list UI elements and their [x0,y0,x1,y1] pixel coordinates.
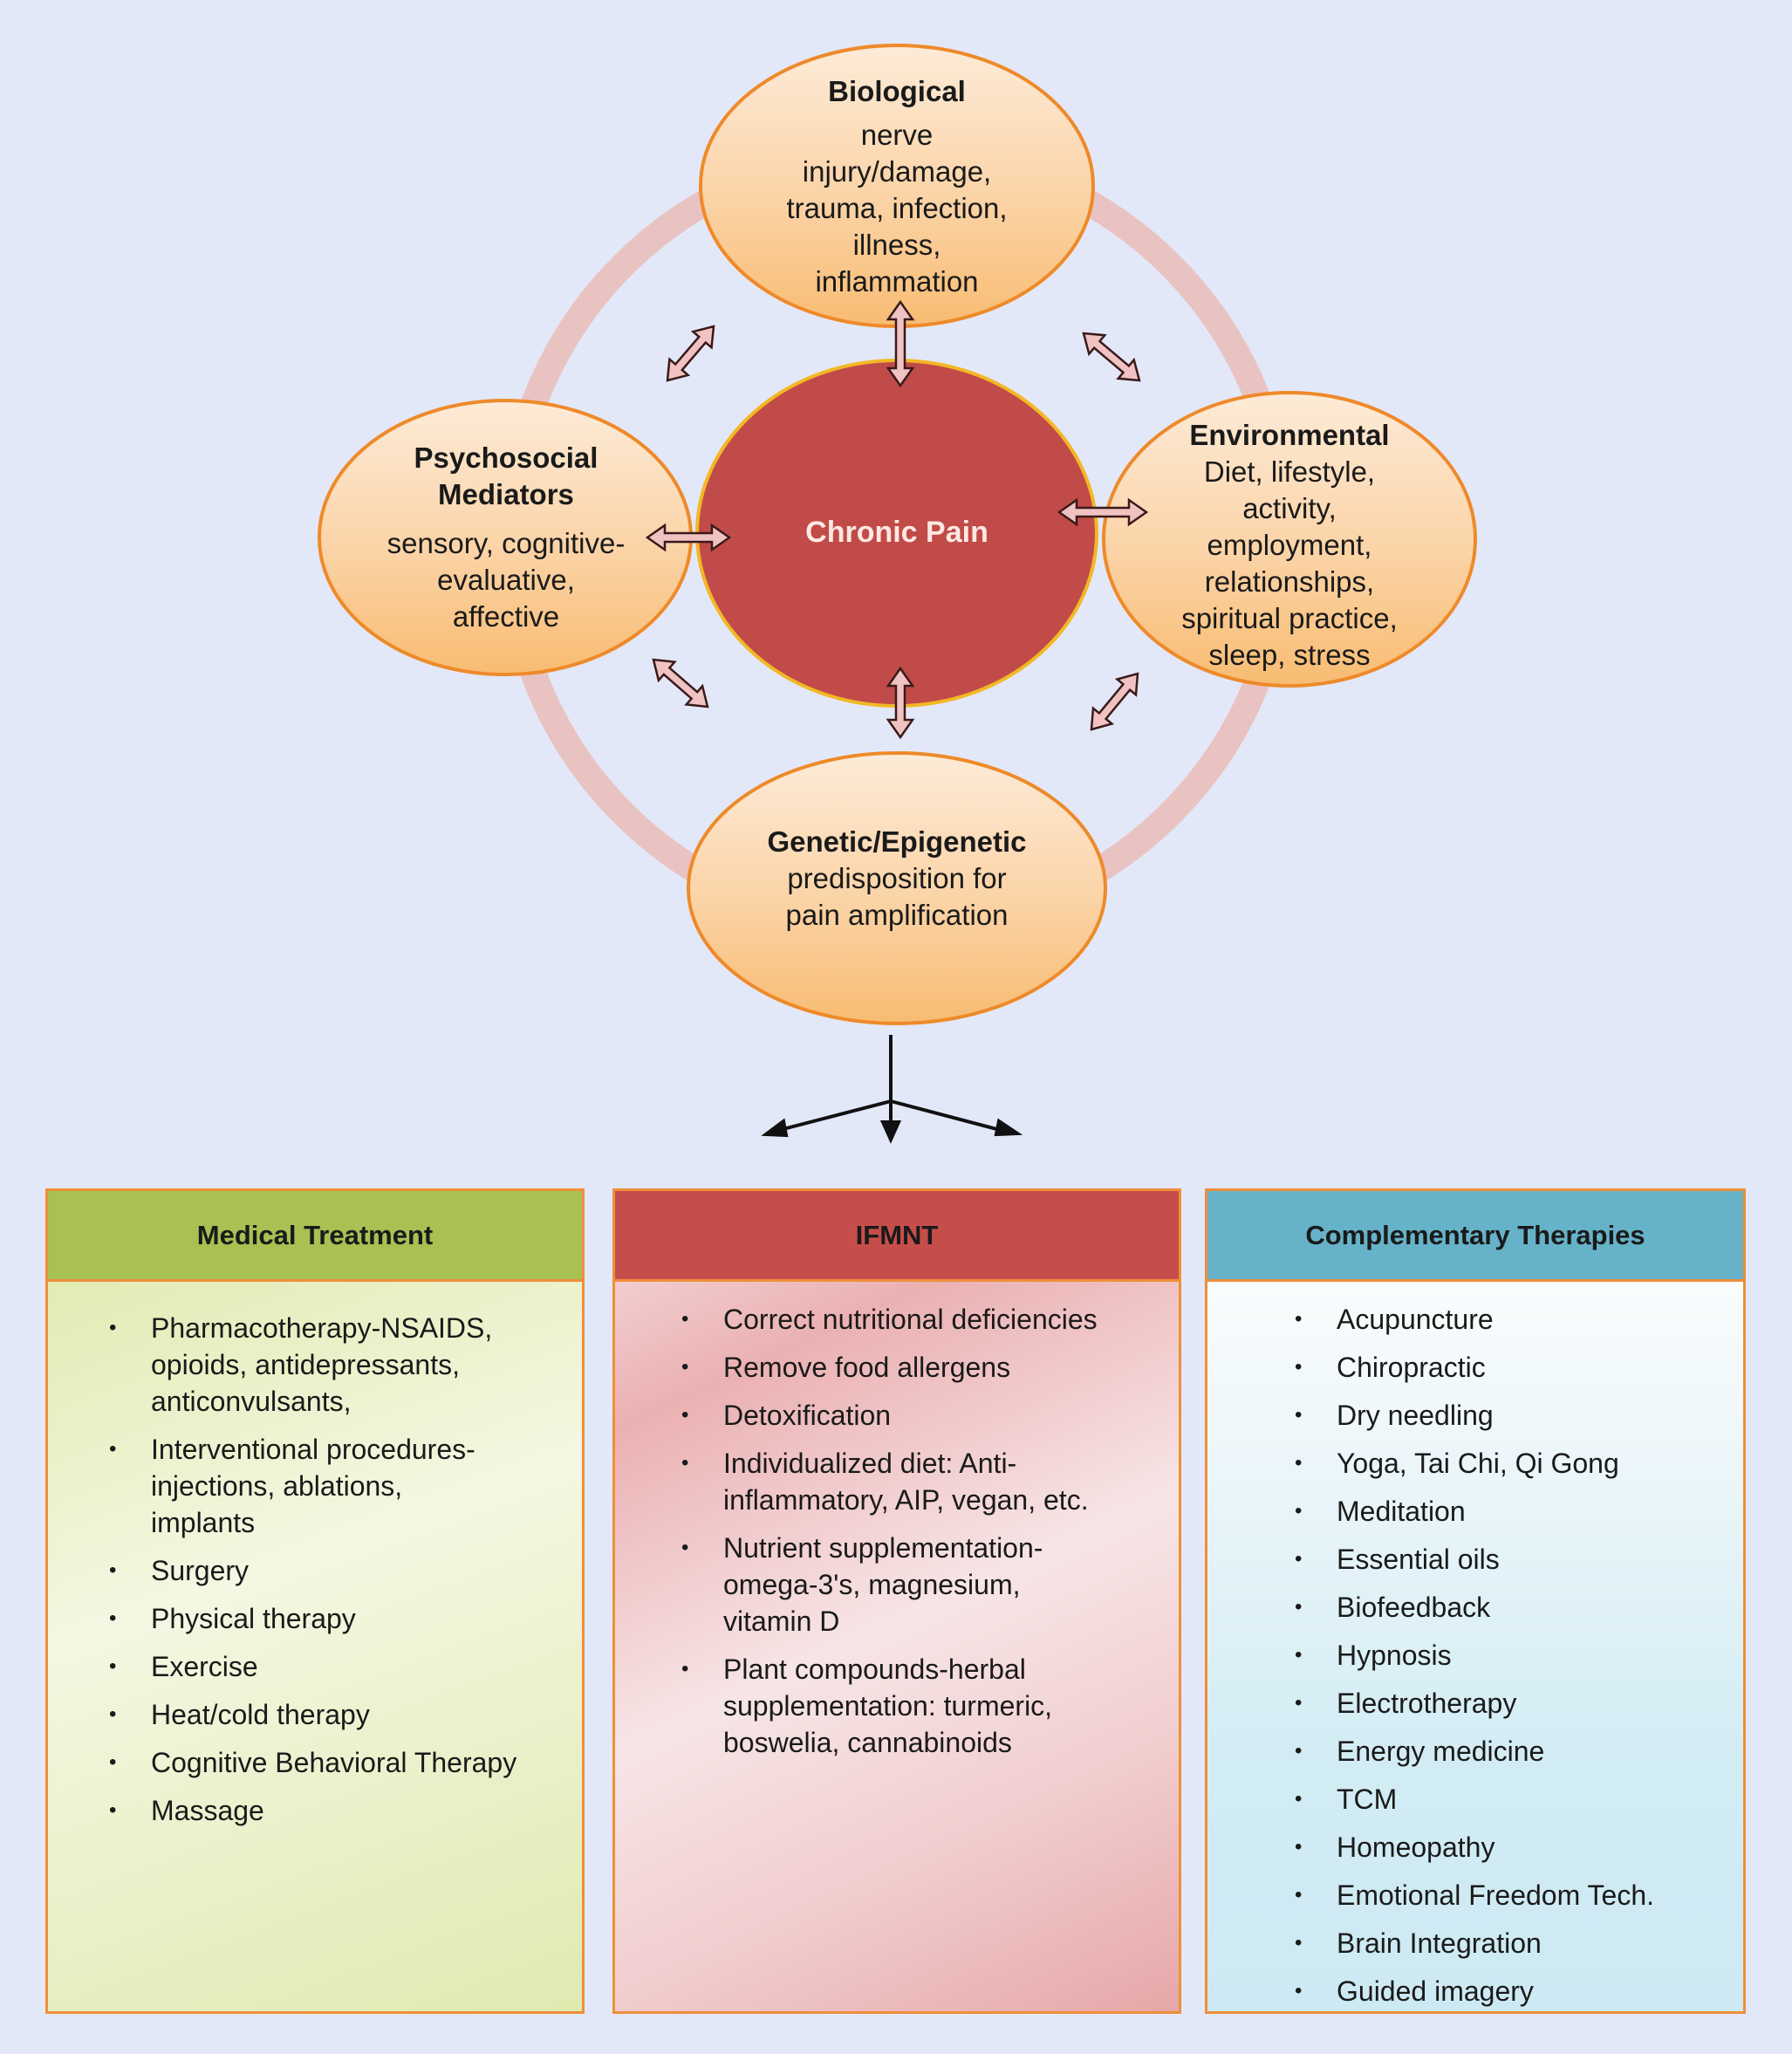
complementary-therapies-header: Complementary Therapies [1207,1191,1743,1282]
environmental-node: Environmental Diet, lifestyle, activity,… [1150,414,1429,676]
complementary-therapies-panel: Complementary Therapies AcupunctureChiro… [1205,1188,1746,2014]
medical-list-item: Massage [109,1792,564,1829]
ifmnt-list-item: Correct nutritional deficiencies [681,1301,1161,1338]
complementary-list-item: Hypnosis [1295,1637,1726,1674]
double-arrow-upper-left [666,325,715,382]
double-arrow-psychosocial-center [645,523,732,552]
medical-list-item: Surgery [109,1552,564,1589]
ifmnt-list-item: Nutrient supplementation- omega-3's, mag… [681,1530,1161,1640]
complementary-list-item: Yoga, Tai Chi, Qi Gong [1295,1445,1726,1482]
ifmnt-list-item: Remove food allergens [681,1349,1161,1386]
complementary-list-item: Guided imagery [1295,1973,1726,2009]
genetic-body: predisposition for pain amplification [785,862,1009,931]
environmental-title: Environmental [1189,419,1390,451]
environmental-body: Diet, lifestyle, activity, employment, r… [1181,455,1398,671]
biological-node: Biological nerve injury/damage, trauma, … [744,65,1050,309]
double-arrow-upper-right [1082,332,1141,382]
ifmnt-list-item: Plant compounds-herbal supplementation: … [681,1651,1161,1761]
complementary-list-item: Dry needling [1295,1397,1726,1434]
medical-treatment-header: Medical Treatment [48,1191,582,1282]
arrowhead-down [879,1120,902,1144]
complementary-list-item: Essential oils [1295,1541,1726,1578]
ifmnt-header: IFMNT [615,1191,1179,1282]
pain-model-diagram [318,44,1477,1144]
chronic-pain-label: Chronic Pain [805,516,988,549]
ifmnt-list: Correct nutritional deficienciesRemove f… [615,1282,1179,1761]
double-arrow-biological-center [886,299,915,388]
ifmnt-list-item: Individualized diet: Anti- inflammatory,… [681,1445,1161,1518]
genetic-node: Genetic/Epigenetic predisposition for pa… [731,818,1063,940]
complementary-therapies-list: AcupunctureChiropracticDry needlingYoga,… [1207,1282,1743,2009]
chronic-pain-node: Chronic Pain [768,506,1026,558]
complementary-list-item: TCM [1295,1781,1726,1818]
biological-title: Biological [828,75,966,107]
medical-treatment-panel: Medical Treatment Pharmacotherapy-NSAIDS… [45,1188,585,2014]
genetic-title: Genetic/Epigenetic [767,825,1027,858]
branch-arrows [761,1035,1023,1144]
complementary-list-item: Biofeedback [1295,1589,1726,1626]
medical-list-item: Heat/cold therapy [109,1696,564,1733]
complementary-list-item: Chiropractic [1295,1349,1726,1386]
biological-body: nerve injury/damage, trauma, infection, … [786,119,1008,298]
medical-treatment-list: Pharmacotherapy-NSAIDS, opioids, antidep… [48,1282,582,1829]
medical-list-item: Interventional procedures- injections, a… [109,1431,564,1541]
complementary-list-item: Meditation [1295,1493,1726,1530]
environmental-ellipse [1102,391,1477,688]
double-arrow-lower-left [652,658,709,709]
medical-list-item: Physical therapy [109,1600,564,1637]
arrowhead-right [994,1118,1023,1137]
psychosocial-title: Psychosocial Mediators [414,442,598,510]
complementary-list-item: Acupuncture [1295,1301,1726,1338]
ifmnt-panel: IFMNT Correct nutritional deficienciesRe… [612,1188,1181,2014]
double-arrow-center-genetic [886,666,915,740]
medical-list-item: Pharmacotherapy-NSAIDS, opioids, antidep… [109,1310,564,1420]
psychosocial-body: sensory, cognitive- evaluative, affectiv… [386,527,626,633]
genetic-ellipse [687,751,1107,1025]
complementary-list-item: Energy medicine [1295,1733,1726,1770]
complementary-list-item: Electrotherapy [1295,1685,1726,1722]
ifmnt-list-item: Detoxification [681,1397,1161,1434]
psychosocial-node: Psychosocial Mediators sensory, cognitiv… [358,433,654,642]
complementary-list-item: Emotional Freedom Tech. [1295,1877,1726,1914]
arrowhead-left [761,1118,789,1138]
double-arrow-lower-right [1090,672,1139,731]
double-arrow-center-environmental [1057,497,1149,527]
complementary-list-item: Homeopathy [1295,1829,1726,1866]
complementary-list-item: Brain Integration [1295,1925,1726,1962]
medical-list-item: Cognitive Behavioral Therapy [109,1744,564,1781]
medical-list-item: Exercise [109,1648,564,1685]
